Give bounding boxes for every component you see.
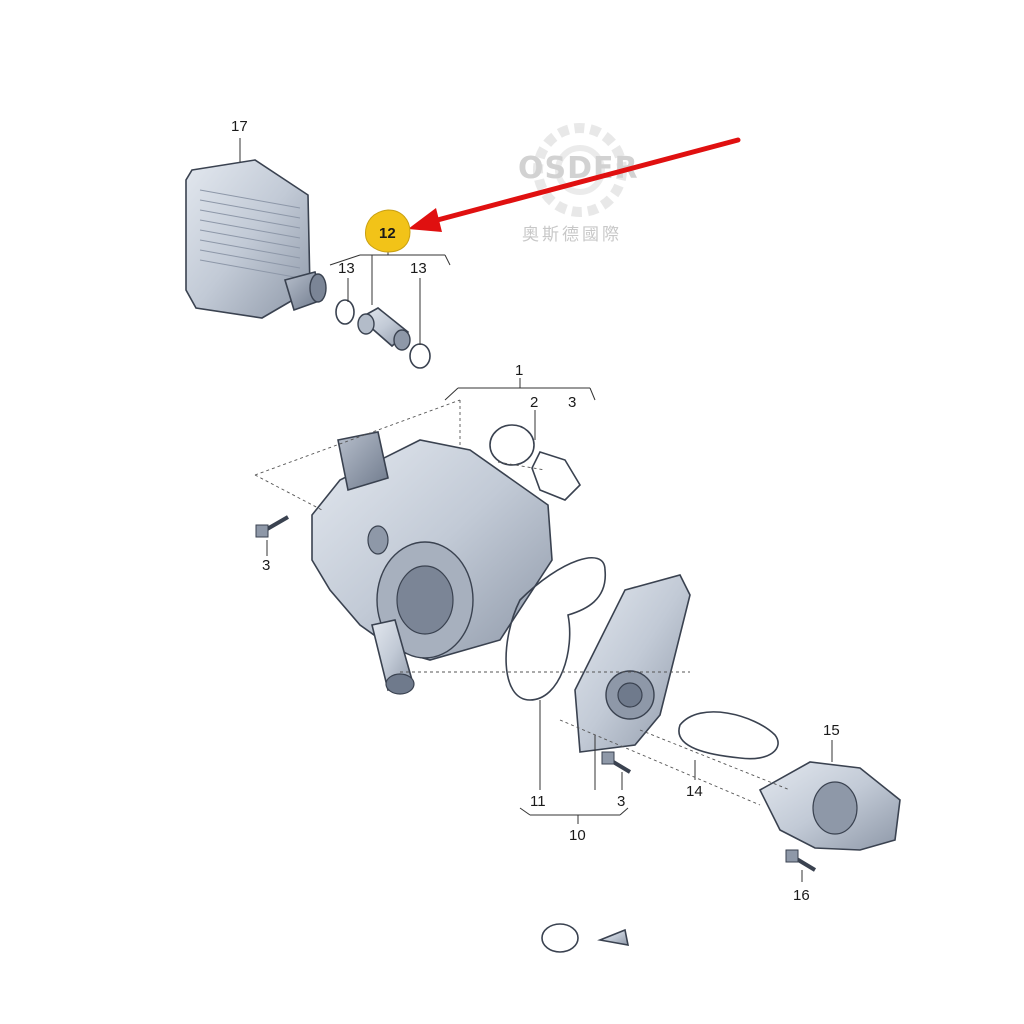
callout-13-left: 13 <box>338 260 355 277</box>
part-13-seal-right <box>409 343 431 369</box>
callout-1: 1 <box>515 362 523 379</box>
cropped-part-fragments <box>541 923 630 953</box>
dashed-alignment-lines <box>254 399 791 806</box>
bolt-3-left <box>255 515 289 538</box>
callout-labels: 17 13 13 1 2 3 3 3 11 10 14 15 16 <box>231 118 840 904</box>
part-13-seal-left <box>335 299 355 325</box>
badge-shape <box>365 209 411 253</box>
part-3-gasket <box>531 451 582 501</box>
arrow-shaft <box>427 137 741 225</box>
part-1-thermostat-housing <box>311 431 553 695</box>
bolt-16 <box>785 849 817 872</box>
part-10-water-pump <box>574 574 691 753</box>
callout-17: 17 <box>231 118 248 135</box>
callout-16: 16 <box>793 887 810 904</box>
callout-2: 2 <box>530 394 538 411</box>
callout-14: 14 <box>686 783 703 800</box>
watermark-subtitle: 奧斯德國際 <box>522 225 622 245</box>
callout-3-top: 3 <box>568 394 576 411</box>
part-14-drive-belt <box>678 711 779 760</box>
part-2-ring-seal <box>489 424 535 466</box>
part-15-belt-cover <box>758 761 901 851</box>
watermark: OSDER 奧斯德國際 <box>518 123 638 245</box>
bolt-3-right <box>601 751 632 774</box>
callout-10: 10 <box>569 827 586 844</box>
leader-lines <box>239 138 833 882</box>
callout-15: 15 <box>823 722 840 739</box>
highlight-arrow <box>408 137 741 232</box>
callout-3-bottom: 3 <box>617 793 625 810</box>
part-17-oil-cooler <box>185 159 327 319</box>
arrow-head <box>408 208 442 232</box>
highlight-badge: 12 <box>365 209 411 253</box>
callout-3-left: 3 <box>262 557 270 574</box>
callout-11: 11 <box>530 793 546 810</box>
part-11-housing-gasket <box>505 556 606 701</box>
badge-part-number: 12 <box>379 225 396 242</box>
part-12-connector-pipe <box>357 307 411 351</box>
callout-13-right: 13 <box>410 260 427 277</box>
